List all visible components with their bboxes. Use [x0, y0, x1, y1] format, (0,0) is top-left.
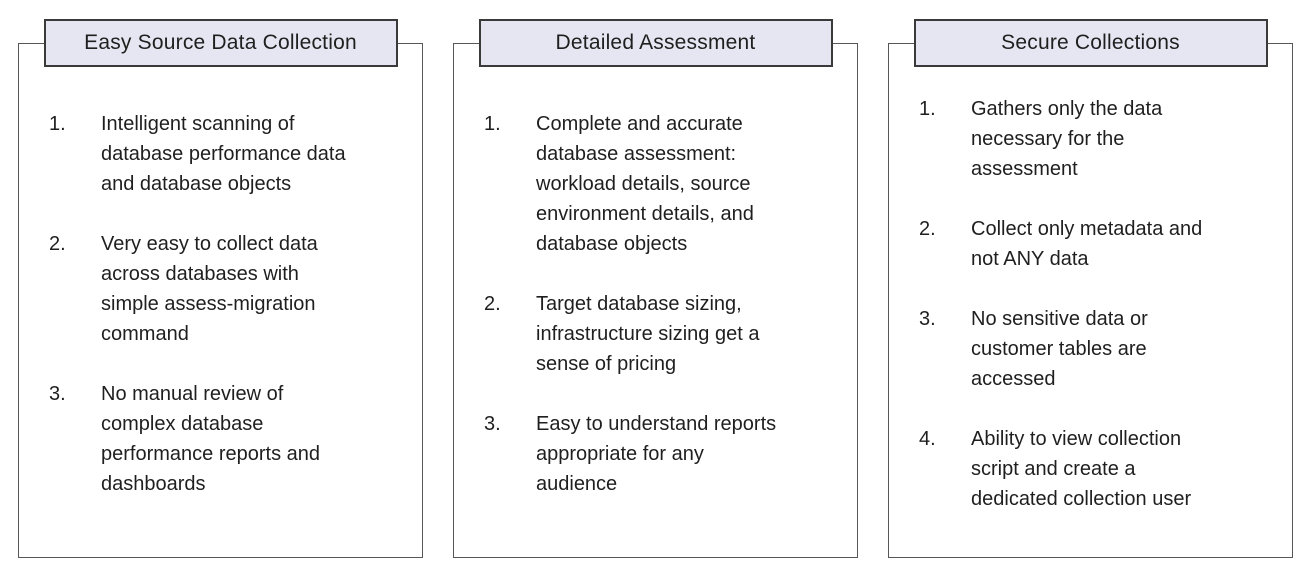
list-item-text: Ability to view collection script and cr…	[971, 428, 1192, 510]
list-item-text: Target database sizing, infrastructure s…	[536, 293, 760, 375]
list-item-number: 1.	[919, 98, 936, 120]
panel-title-label: Secure Collections	[1001, 31, 1180, 54]
list-item-number: 1.	[49, 113, 66, 135]
panel-secure-collections: Secure Collections 1. Gathers only the d…	[888, 19, 1293, 558]
list-item-number: 2.	[484, 293, 501, 315]
list-item: 2. Collect only metadata and not ANY dat…	[919, 214, 1272, 274]
list-item: 1. Gathers only the data necessary for t…	[919, 94, 1272, 184]
list-item-number: 1.	[484, 113, 501, 135]
list-item: 1. Complete and accurate database assess…	[484, 109, 837, 259]
list-item-number: 4.	[919, 428, 936, 450]
panel-title-easy-source-data-collection: Easy Source Data Collection	[43, 19, 398, 67]
panel-body: 1. Intelligent scanning of database perf…	[19, 44, 422, 499]
list-item-text: Collect only metadata and not ANY data	[971, 218, 1203, 270]
list-item-text: Easy to understand reports appropriate f…	[536, 413, 777, 495]
list-item-number: 3.	[49, 383, 66, 405]
panel-title-label: Easy Source Data Collection	[84, 31, 357, 54]
list-item: 2. Very easy to collect data across data…	[49, 229, 402, 349]
panel-title-label: Detailed Assessment	[555, 31, 756, 54]
list-item-text: No manual review of complex database per…	[101, 383, 321, 495]
panel-body: 1. Gathers only the data necessary for t…	[889, 44, 1292, 514]
list-item: 3. No sensitive data or customer tables …	[919, 304, 1272, 394]
list-item-number: 2.	[919, 218, 936, 240]
list-item-text: Intelligent scanning of database perform…	[101, 113, 346, 195]
list-item-number: 2.	[49, 233, 66, 255]
list-item-number: 3.	[484, 413, 501, 435]
panel-easy-source-data-collection: Easy Source Data Collection 1. Intellige…	[18, 19, 423, 558]
panel-body: 1. Complete and accurate database assess…	[454, 44, 857, 499]
list-item: 4. Ability to view collection script and…	[919, 424, 1272, 514]
panel-detailed-assessment: Detailed Assessment 1. Complete and accu…	[453, 19, 858, 558]
list-item-text: No sensitive data or customer tables are…	[971, 308, 1148, 390]
list-item-number: 3.	[919, 308, 936, 330]
panel-title-detailed-assessment: Detailed Assessment	[478, 19, 833, 67]
list-item-text: Very easy to collect data across databas…	[101, 233, 318, 345]
list-item: 2. Target database sizing, infrastructur…	[484, 289, 837, 379]
panel-title-secure-collections: Secure Collections	[913, 19, 1268, 67]
list-item-text: Complete and accurate database assessmen…	[536, 113, 754, 255]
list-item: 1. Intelligent scanning of database perf…	[49, 109, 402, 199]
list-item: 3. Easy to understand reports appropriat…	[484, 409, 837, 499]
list-item-text: Gathers only the data necessary for the …	[971, 98, 1163, 180]
list-item: 3. No manual review of complex database …	[49, 379, 402, 499]
